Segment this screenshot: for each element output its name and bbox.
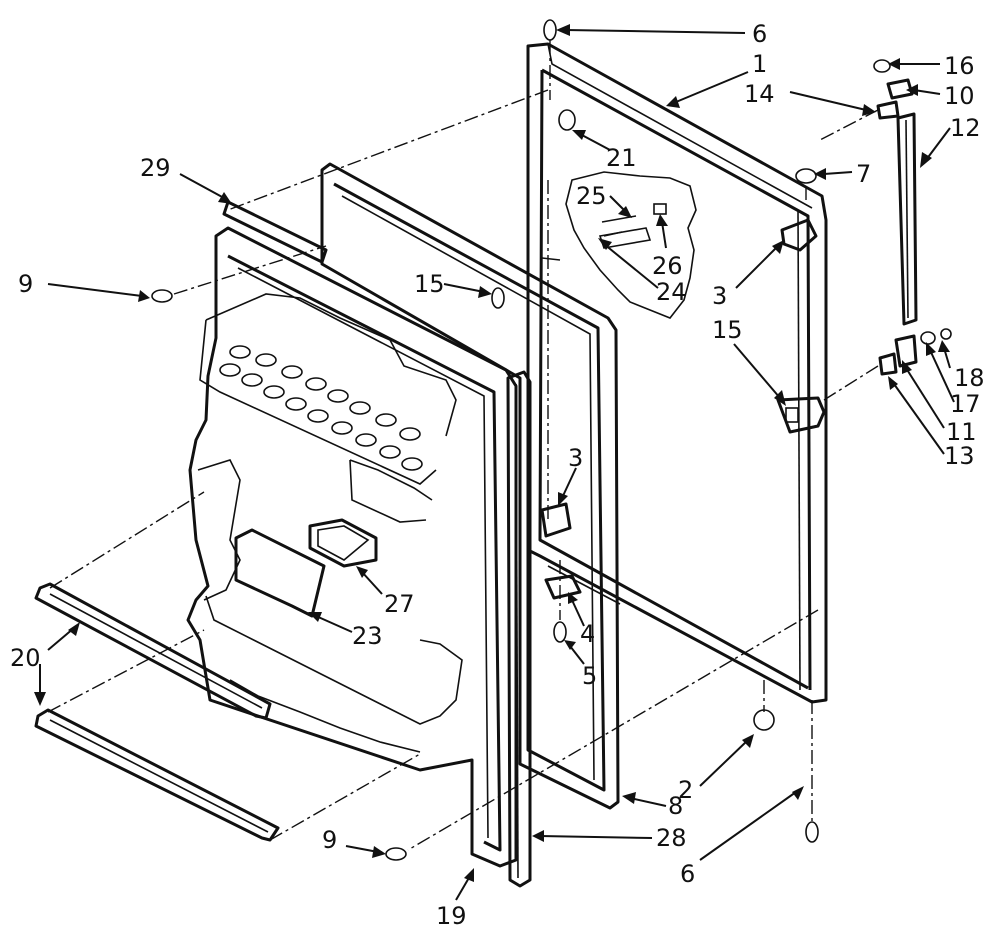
trim-strip <box>222 200 328 264</box>
alignment-lines <box>47 40 879 851</box>
callout-9-top: 9 <box>18 270 33 298</box>
egg-shelf <box>219 345 423 471</box>
callout-28: 28 <box>656 824 687 852</box>
hardware-parts <box>151 19 952 861</box>
callout-21: 21 <box>606 144 637 172</box>
callout-7: 7 <box>856 160 871 188</box>
door-gasket-strip <box>506 370 532 888</box>
callout-16: 16 <box>944 52 975 80</box>
leader-arrows <box>34 24 955 901</box>
inner-door-liner <box>186 226 518 868</box>
callout-6-top: 6 <box>752 20 767 48</box>
callout-6-bottom: 6 <box>680 860 695 888</box>
callout-3-right: 3 <box>712 282 727 310</box>
callout-20: 20 <box>10 644 41 672</box>
callout-15-right: 15 <box>712 316 743 344</box>
callout-8: 8 <box>668 792 683 820</box>
callout-29: 29 <box>140 154 171 182</box>
callout-1: 1 <box>752 50 767 78</box>
callout-26: 26 <box>652 252 683 280</box>
callout-13: 13 <box>944 442 975 470</box>
callout-27: 27 <box>384 590 415 618</box>
callout-9-bottom: 9 <box>322 826 337 854</box>
callout-2: 2 <box>678 776 693 804</box>
callout-5: 5 <box>582 662 597 690</box>
callout-24: 24 <box>656 278 687 306</box>
callout-4: 4 <box>580 620 595 648</box>
callout-17: 17 <box>950 390 981 418</box>
callout-19: 19 <box>436 902 467 930</box>
callout-25: 25 <box>576 182 607 210</box>
callout-11: 11 <box>946 418 977 446</box>
callout-12: 12 <box>950 114 981 142</box>
callout-labels: 6 1 16 14 10 12 21 7 29 25 26 24 9 15 3 … <box>10 20 985 930</box>
hinge-rod <box>896 112 918 326</box>
callout-10: 10 <box>944 82 975 110</box>
callout-14: 14 <box>744 80 775 108</box>
callout-18: 18 <box>954 364 985 392</box>
callout-15-left: 15 <box>414 270 445 298</box>
callout-23: 23 <box>352 622 383 650</box>
callout-3-mid: 3 <box>568 444 583 472</box>
door-gasket-frame <box>320 162 620 810</box>
